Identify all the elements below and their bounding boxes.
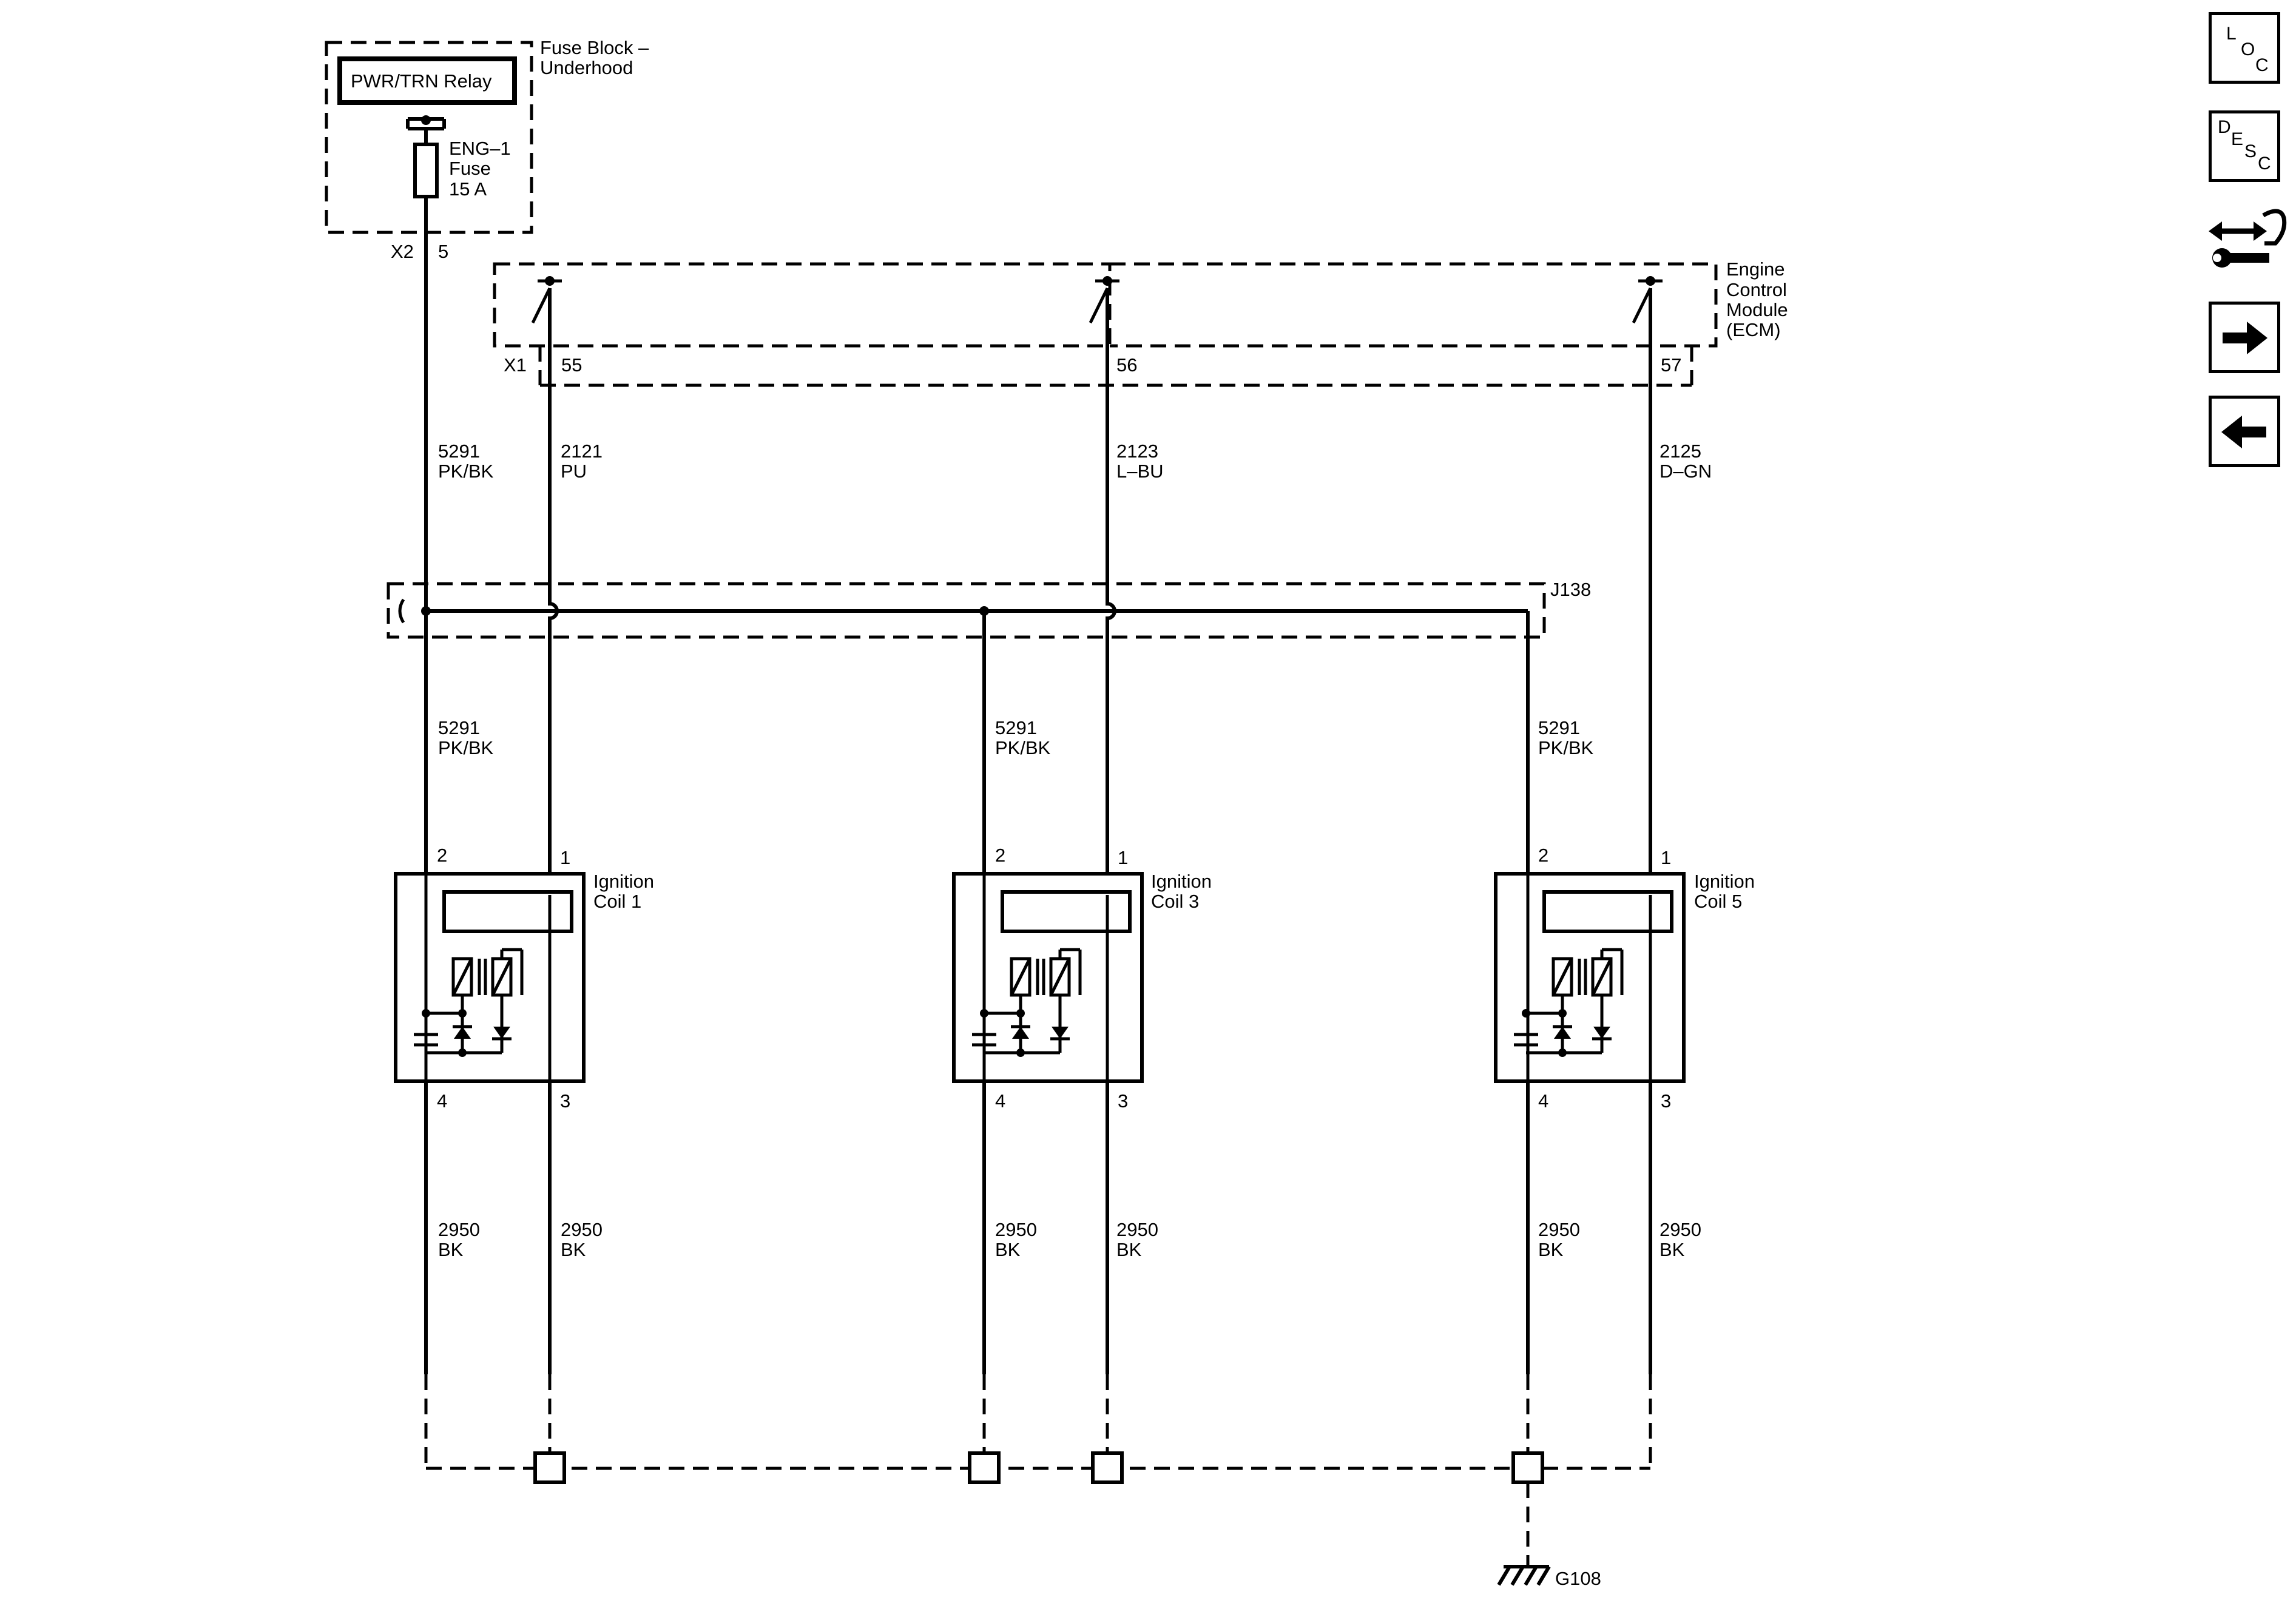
ground-wire-5b-color: BK: [1660, 1239, 1685, 1260]
ground-wire-5b-circuit: 2950: [1660, 1219, 1701, 1240]
coil5-pin-4: 4: [1538, 1090, 1548, 1112]
ground-wire-5a-circuit: 2950: [1538, 1219, 1580, 1240]
loc-letter-o: O: [2241, 39, 2255, 59]
ground-wire-3a-circuit: 2950: [995, 1219, 1037, 1240]
ecm-connector-x1: X1: [504, 354, 527, 376]
next-page-button[interactable]: [2209, 302, 2280, 373]
wire-2123-circuit: 2123: [1116, 441, 1158, 462]
coil1-label-1: Ignition: [593, 871, 654, 892]
fuse-block-title-1: Fuse Block –: [540, 37, 649, 58]
coil1-label-2: Coil 1: [593, 891, 641, 912]
desc-letter-e: E: [2231, 129, 2244, 149]
wire-2121-color: PU: [561, 461, 587, 482]
desc-letter-c: C: [2258, 154, 2271, 174]
ground-stud-2: [968, 1451, 1001, 1484]
ecm-driver-switch-1: [531, 276, 562, 324]
wire-feed-coil5-circuit: 5291: [1538, 717, 1580, 738]
fuse-rating: 15 A: [449, 178, 487, 200]
ignition-coil-1: 2 1 Ignition Coil 1 4 3: [394, 845, 654, 1112]
wire-2125-color: D–GN: [1660, 461, 1712, 482]
ignition-coil-3: 2 1 Ignition Coil 3 4 3: [952, 845, 1212, 1112]
wire-2123-color: L–BU: [1116, 461, 1164, 482]
fuse-pin-5: 5: [438, 241, 448, 262]
fuse-name: ENG–1: [449, 138, 511, 159]
loc-letter-l: L: [2226, 24, 2237, 44]
ecm-label-3: Module: [1726, 299, 1788, 320]
arrow-left-icon: [2221, 416, 2266, 448]
ground-wire-3b-color: BK: [1116, 1239, 1142, 1260]
ground-wire-5a-color: BK: [1538, 1239, 1564, 1260]
ecm-pin-56: 56: [1116, 354, 1137, 376]
ecm-label-2: Control: [1726, 279, 1787, 300]
connector-tool-icon[interactable]: [2209, 203, 2288, 279]
desc-letter-s: S: [2244, 141, 2257, 161]
ecm-driver-switch-3: [1632, 276, 1663, 324]
coil1-pin-1: 1: [560, 847, 570, 868]
ground-wire-3b-circuit: 2950: [1116, 1219, 1158, 1240]
ground-wire-1a-circuit: 2950: [438, 1219, 480, 1240]
splice-label: J138: [1550, 579, 1591, 600]
coil5-label-1: Ignition: [1694, 871, 1755, 892]
coil5-pin-1: 1: [1661, 847, 1671, 868]
wire-feed-coil3-circuit: 5291: [995, 717, 1037, 738]
wire-feed-color: PK/BK: [438, 461, 494, 482]
ground-wire-1a-color: BK: [438, 1239, 464, 1260]
ground-wire-3a-color: BK: [995, 1239, 1021, 1260]
wire-feed-coil1-circuit: 5291: [438, 717, 480, 738]
ground-stud-3: [1091, 1451, 1124, 1484]
coil3-pin-3: 3: [1118, 1090, 1128, 1112]
ecm-driver-switch-2: [1089, 276, 1119, 324]
coil5-label-2: Coil 5: [1694, 891, 1742, 912]
coil1-pin-4: 4: [437, 1090, 447, 1112]
previous-page-button[interactable]: [2209, 396, 2280, 467]
ground-wire-1b-circuit: 2950: [561, 1219, 603, 1240]
ground-label: G108: [1555, 1568, 1601, 1589]
wire-2125-circuit: 2125: [1660, 441, 1701, 462]
coil5-pin-2: 2: [1538, 845, 1548, 866]
ecm-pin-55: 55: [561, 354, 582, 376]
relay-label: PWR/TRN Relay: [351, 70, 492, 92]
chassis-ground-icon: [1497, 1565, 1551, 1586]
ground-stud-1: [533, 1451, 566, 1484]
coil1-pin-2: 2: [437, 845, 447, 866]
ignition-coil-5: 2 1 Ignition Coil 5 4 3: [1494, 845, 1755, 1112]
wire-2121-circuit: 2121: [561, 441, 603, 462]
fuse-block-title-2: Underhood: [540, 57, 633, 78]
wire-feed-circuit: 5291: [438, 441, 480, 462]
ecm-label-1: Engine: [1726, 258, 1785, 280]
loc-button[interactable]: L O C: [2209, 12, 2280, 84]
fuse-word: Fuse: [449, 158, 491, 179]
desc-button[interactable]: D E S C: [2209, 110, 2280, 182]
coil3-pin-1: 1: [1118, 847, 1128, 868]
desc-letter-d: D: [2218, 117, 2231, 137]
wire-feed-coil5-color: PK/BK: [1538, 737, 1594, 758]
coil3-label-2: Coil 3: [1151, 891, 1199, 912]
fuse-connector-x2: X2: [391, 241, 414, 262]
coil1-pin-3: 3: [560, 1090, 570, 1112]
ecm-pin-57: 57: [1661, 354, 1681, 376]
loc-letter-c: C: [2255, 55, 2269, 75]
coil3-pin-2: 2: [995, 845, 1005, 866]
wire-feed-coil1-color: PK/BK: [438, 737, 494, 758]
ground-stud-4: [1511, 1451, 1544, 1484]
coil3-pin-4: 4: [995, 1090, 1005, 1112]
arrow-right-icon: [2223, 322, 2267, 354]
wire-feed-coil3-color: PK/BK: [995, 737, 1051, 758]
ecm-label-4: (ECM): [1726, 319, 1781, 340]
coil3-label-1: Ignition: [1151, 871, 1212, 892]
ground-wire-1b-color: BK: [561, 1239, 586, 1260]
coil5-pin-3: 3: [1661, 1090, 1671, 1112]
